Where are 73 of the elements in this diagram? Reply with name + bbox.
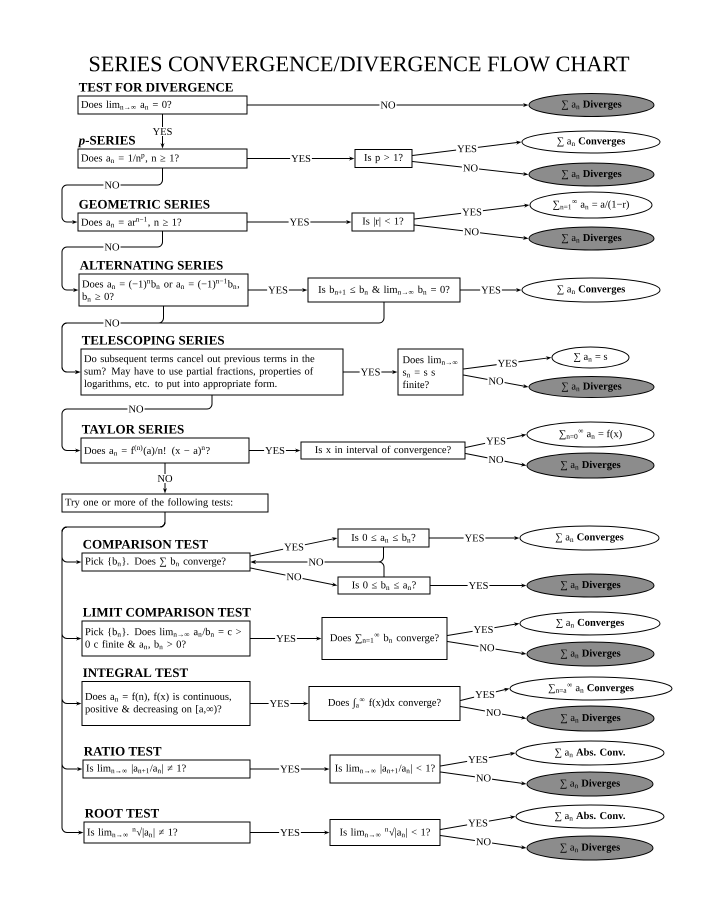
edge-label: YES bbox=[279, 828, 301, 838]
instruction-box: Try one or more of the following tests: bbox=[62, 494, 268, 512]
edge-label: NO bbox=[156, 474, 174, 484]
edge-label: NO bbox=[285, 572, 303, 582]
section-heading: TEST FOR DIVERGENCE bbox=[78, 82, 233, 92]
question-box: Is lim$_{n→∞}$ $^{n}$√|a$_{n}$| ≠ 1? bbox=[84, 822, 250, 844]
section-heading: TELESCOPING SERIES bbox=[82, 336, 224, 345]
condition-box: Is 0 ≤ b$_{n}$ ≤ a$_{n}$? bbox=[338, 576, 430, 594]
edge-label: NO bbox=[379, 100, 397, 110]
edge-label: YES bbox=[456, 144, 478, 154]
condition-box: Is x in interval of convergence? bbox=[300, 442, 466, 460]
edge-label: YES bbox=[472, 625, 494, 634]
edge-label: NO bbox=[103, 318, 121, 328]
condition-box: Is |r| < 1? bbox=[352, 212, 414, 232]
edge-label: YES bbox=[268, 699, 290, 708]
section-heading: RATIO TEST bbox=[84, 746, 162, 756]
edge-label: YES bbox=[264, 446, 286, 456]
edge-label: YES bbox=[288, 218, 310, 227]
edge-label: YES bbox=[275, 634, 297, 644]
edge-label: YES bbox=[467, 755, 489, 764]
question-box: Pick {b$_{n}$}. Does ∑ b$_{n}$ converge? bbox=[82, 552, 250, 572]
section-heading: ROOT TEST bbox=[84, 808, 159, 818]
edge-label: NO bbox=[462, 164, 480, 173]
question-box: Pick {b$_{n}$}. Does lim$_{n→∞}$ a$_{n}$/b$_{n}$ = c > 0 c finite & a$_{n}$, b$_{n}$ > 0? bbox=[82, 620, 250, 656]
edge-label: YES bbox=[485, 436, 507, 446]
edge-label: YES bbox=[467, 818, 489, 828]
edge-label: NO bbox=[127, 404, 145, 414]
question-box: Does a$_{n}$ = ar$^{n−1}$, n ≥ 1? bbox=[78, 212, 248, 232]
question-box: Does lim$_{n→∞}$ a$_{n}$ = 0? bbox=[78, 96, 248, 114]
edge-label: NO bbox=[462, 227, 480, 236]
question-box: Does a$_{n}$ = f(n), f(x) is continuous, positive & decreasing on [a,∞)? bbox=[82, 681, 250, 726]
condition-box: Is p > 1? bbox=[354, 149, 412, 168]
edge-label: NO bbox=[484, 708, 502, 718]
edge-label: YES bbox=[267, 286, 289, 295]
section-heading: LIMIT COMPARISON TEST bbox=[82, 608, 251, 617]
section-heading: GEOMETRIC SERIES bbox=[79, 200, 210, 209]
question-box: Does a$_{n}$ = f$^{(n)}$(a)/n! (x − a)$^{n}$? bbox=[80, 438, 250, 464]
edge-label: NO bbox=[307, 558, 325, 567]
question-box: Does a$_{n}$ = 1/n$^{p}$, n ≥ 1? bbox=[78, 148, 248, 168]
condition-box: Is lim$_{n→∞}$ |a$_{n+1}$/a$_{n}$| < 1? bbox=[330, 754, 440, 784]
condition-box: Does ∫$_{a}$$^{∞}$ f(x)dx converge? bbox=[308, 686, 460, 721]
condition-box: Does lim$_{n→∞}$ s$_{n}$ = s s finite? bbox=[398, 348, 464, 396]
edge-label: NO bbox=[103, 242, 121, 252]
edge-label: YES bbox=[461, 208, 483, 217]
edge-label: YES bbox=[290, 154, 312, 164]
edge-label: NO bbox=[474, 774, 492, 783]
edge-label: YES bbox=[496, 358, 518, 368]
condition-box: Is 0 ≤ a$_{n}$ ≤ b$_{n}$? bbox=[338, 528, 430, 548]
question-box: Does a$_{n}$ = (−1)$^{n}$b$_{n}$ or a$_{n}$ = (−1)$^{n−1}$b$_{n}$, b$_{n}$ ≥ 0? bbox=[78, 274, 248, 306]
edge-label: YES bbox=[283, 542, 305, 552]
edge-label: YES bbox=[480, 286, 502, 295]
section-heading: COMPARISON TEST bbox=[83, 540, 208, 549]
edge-label: NO bbox=[487, 376, 505, 386]
edge-label: YES bbox=[468, 581, 490, 590]
edge-label: YES bbox=[360, 368, 382, 377]
condition-box: Is lim$_{n→∞}$ $^{n}$√|a$_{n}$| < 1? bbox=[330, 819, 440, 846]
section-heading: INTEGRAL TEST bbox=[83, 668, 188, 678]
edge-label: YES bbox=[464, 534, 486, 543]
question-box: Is lim$_{n→∞}$ |a$_{n+1}$/a$_{n}$| ≠ 1? bbox=[82, 760, 250, 778]
section-heading: TAYLOR SERIES bbox=[82, 424, 184, 434]
section-heading: p-SERIES bbox=[78, 136, 135, 148]
edge-label: YES bbox=[474, 690, 496, 700]
edge-label: YES bbox=[152, 127, 174, 136]
section-heading: ALTERNATING SERIES bbox=[80, 260, 223, 270]
edge-label: NO bbox=[478, 643, 496, 652]
edge-label: YES bbox=[279, 764, 301, 774]
condition-box: Is b$_{n+1}$ ≤ b$_{n}$ & lim$_{n→∞}$ b$_{n}$ = 0? bbox=[308, 278, 460, 302]
condition-box: Does ∑$_{n=1}$$^{∞}$ b$_{n}$ converge? bbox=[322, 617, 448, 660]
edge-label: NO bbox=[474, 837, 492, 846]
question-box: Do subsequent terms cancel out previous terms in the sum? May have to use partial fractions, properties of logarithms, etc. to put into appropriate form. bbox=[80, 348, 344, 396]
edge-label: NO bbox=[487, 455, 505, 464]
title: SERIES CONVERGENCE/DIVERGENCE FLOW CHART bbox=[90, 56, 630, 72]
edge-label: NO bbox=[103, 180, 121, 190]
